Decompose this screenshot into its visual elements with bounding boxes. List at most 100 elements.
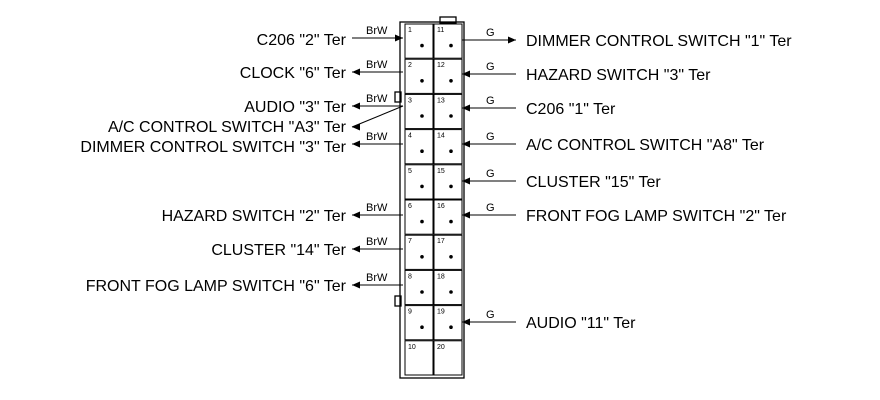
right-color-c206-1: G	[486, 95, 495, 107]
pin-contact	[449, 290, 453, 294]
left-label-c206-2: C206 "2" Ter	[257, 32, 347, 49]
left-label-dimmer-3: DIMMER CONTROL SWITCH "3" Ter	[80, 139, 346, 156]
arrow-left-icon	[462, 177, 470, 185]
left-label-cluster-14: CLUSTER "14" Ter	[211, 242, 346, 259]
pin-number: 10	[408, 344, 416, 351]
pin-number: 14	[437, 133, 445, 140]
left-wire	[351, 105, 404, 128]
right-color-cluster-15: G	[486, 168, 495, 180]
left-color-cluster-14: BrW	[366, 236, 388, 248]
left-label-audio-3: AUDIO "3" Ter	[244, 99, 346, 116]
pin-contact	[449, 149, 453, 153]
pin-number: 1	[408, 27, 412, 34]
pin-contact	[420, 290, 424, 294]
left-color-dimmer-3: BrW	[366, 131, 388, 143]
right-color-hazard-3: G	[486, 61, 495, 73]
pin-number: 8	[408, 273, 412, 280]
pin-number: 9	[408, 309, 412, 316]
arrow-left-icon	[462, 211, 470, 219]
pin-cavity	[433, 234, 463, 270]
pin-contact	[449, 43, 453, 48]
pin-contact	[420, 254, 424, 259]
arrow-left-icon	[352, 102, 360, 110]
pin-cavity	[433, 340, 463, 376]
right-label-fog-2: FRONT FOG LAMP SWITCH "2" Ter	[526, 208, 787, 225]
arrow-left-icon	[462, 140, 470, 148]
right-color-fog-2: G	[486, 202, 495, 214]
right-wire-group	[462, 36, 516, 326]
pin-number: 3	[408, 97, 412, 104]
pin-number: 12	[437, 62, 445, 69]
pin-number: 11	[437, 27, 444, 34]
pin-contact	[420, 114, 424, 118]
left-color-c206-2: BrW	[366, 25, 388, 37]
pin-number: 4	[408, 133, 412, 140]
pin-contact	[420, 149, 424, 153]
arrow-right-icon	[395, 34, 403, 42]
pin-contact	[420, 184, 424, 189]
pin-contact	[449, 325, 453, 330]
pin-cavity	[404, 23, 434, 59]
pin-cavity	[404, 305, 434, 341]
left-color-clock-6: BrW	[366, 59, 388, 71]
pin-cavity	[404, 129, 434, 165]
pin-cavity	[404, 58, 434, 94]
right-label-audio-11: AUDIO "11" Ter	[526, 315, 636, 332]
pin-number: 15	[437, 168, 445, 175]
connector-key-bottom	[394, 295, 402, 307]
arrow-right-icon	[508, 36, 516, 44]
pin-contact	[449, 184, 453, 189]
pin-number: 2	[408, 62, 412, 69]
pin-number: 13	[437, 97, 445, 104]
pin-contact	[420, 43, 424, 48]
pin-cavity	[404, 199, 434, 235]
pin-number: 16	[437, 203, 445, 210]
pin-number: 5	[408, 168, 412, 175]
left-color-hazard-2: BrW	[366, 202, 388, 214]
pin-cavity	[433, 269, 463, 306]
pin-cavity	[404, 340, 434, 376]
arrow-left-icon	[352, 140, 360, 148]
right-color-audio-11: G	[486, 309, 495, 321]
left-label-fog-6: FRONT FOG LAMP SWITCH "6" Ter	[86, 278, 347, 295]
pin-cavity	[433, 199, 463, 235]
pin-cavity	[404, 269, 434, 306]
pin-cavity	[433, 164, 463, 200]
arrow-left-icon	[462, 318, 470, 326]
pin-number: 18	[437, 273, 445, 280]
pin-cavity	[433, 23, 463, 59]
pin-contact	[449, 254, 453, 259]
pin-cavity	[433, 58, 463, 94]
pin-cavity	[404, 164, 434, 200]
pin-number: 19	[437, 309, 445, 316]
arrow-left-icon	[462, 70, 470, 78]
connector-key-top	[394, 91, 402, 103]
right-color-ac-a8: G	[486, 131, 495, 143]
left-label-ac-a3: A/C CONTROL SWITCH "A3" Ter	[108, 119, 347, 136]
pin-number: 7	[408, 238, 412, 245]
left-color-audio-3: BrW	[366, 93, 388, 105]
right-color-dimmer-1: G	[486, 27, 495, 39]
pin-contact	[449, 114, 453, 118]
pin-cavity	[404, 93, 434, 130]
connector-latch	[439, 16, 457, 24]
arrow-left-icon	[462, 104, 470, 112]
arrow-left-icon	[352, 211, 360, 219]
pin-number: 17	[437, 238, 445, 245]
arrow-left-icon	[352, 245, 360, 253]
left-color-fog-6: BrW	[366, 272, 388, 284]
right-label-c206-1: C206 "1" Ter	[526, 101, 616, 118]
pin-cavity	[433, 305, 463, 341]
pin-cavity	[433, 129, 463, 165]
right-label-ac-a8: A/C CONTROL SWITCH "A8" Ter	[526, 137, 765, 154]
right-label-dimmer-1: DIMMER CONTROL SWITCH "1" Ter	[526, 33, 792, 50]
pin-number: 6	[408, 203, 412, 210]
right-label-hazard-3: HAZARD SWITCH "3" Ter	[526, 67, 711, 84]
pin-contact	[449, 219, 453, 224]
connector-body	[399, 21, 465, 379]
pin-contact	[420, 79, 424, 83]
pin-contact	[420, 325, 424, 330]
pin-cavity	[404, 234, 434, 270]
